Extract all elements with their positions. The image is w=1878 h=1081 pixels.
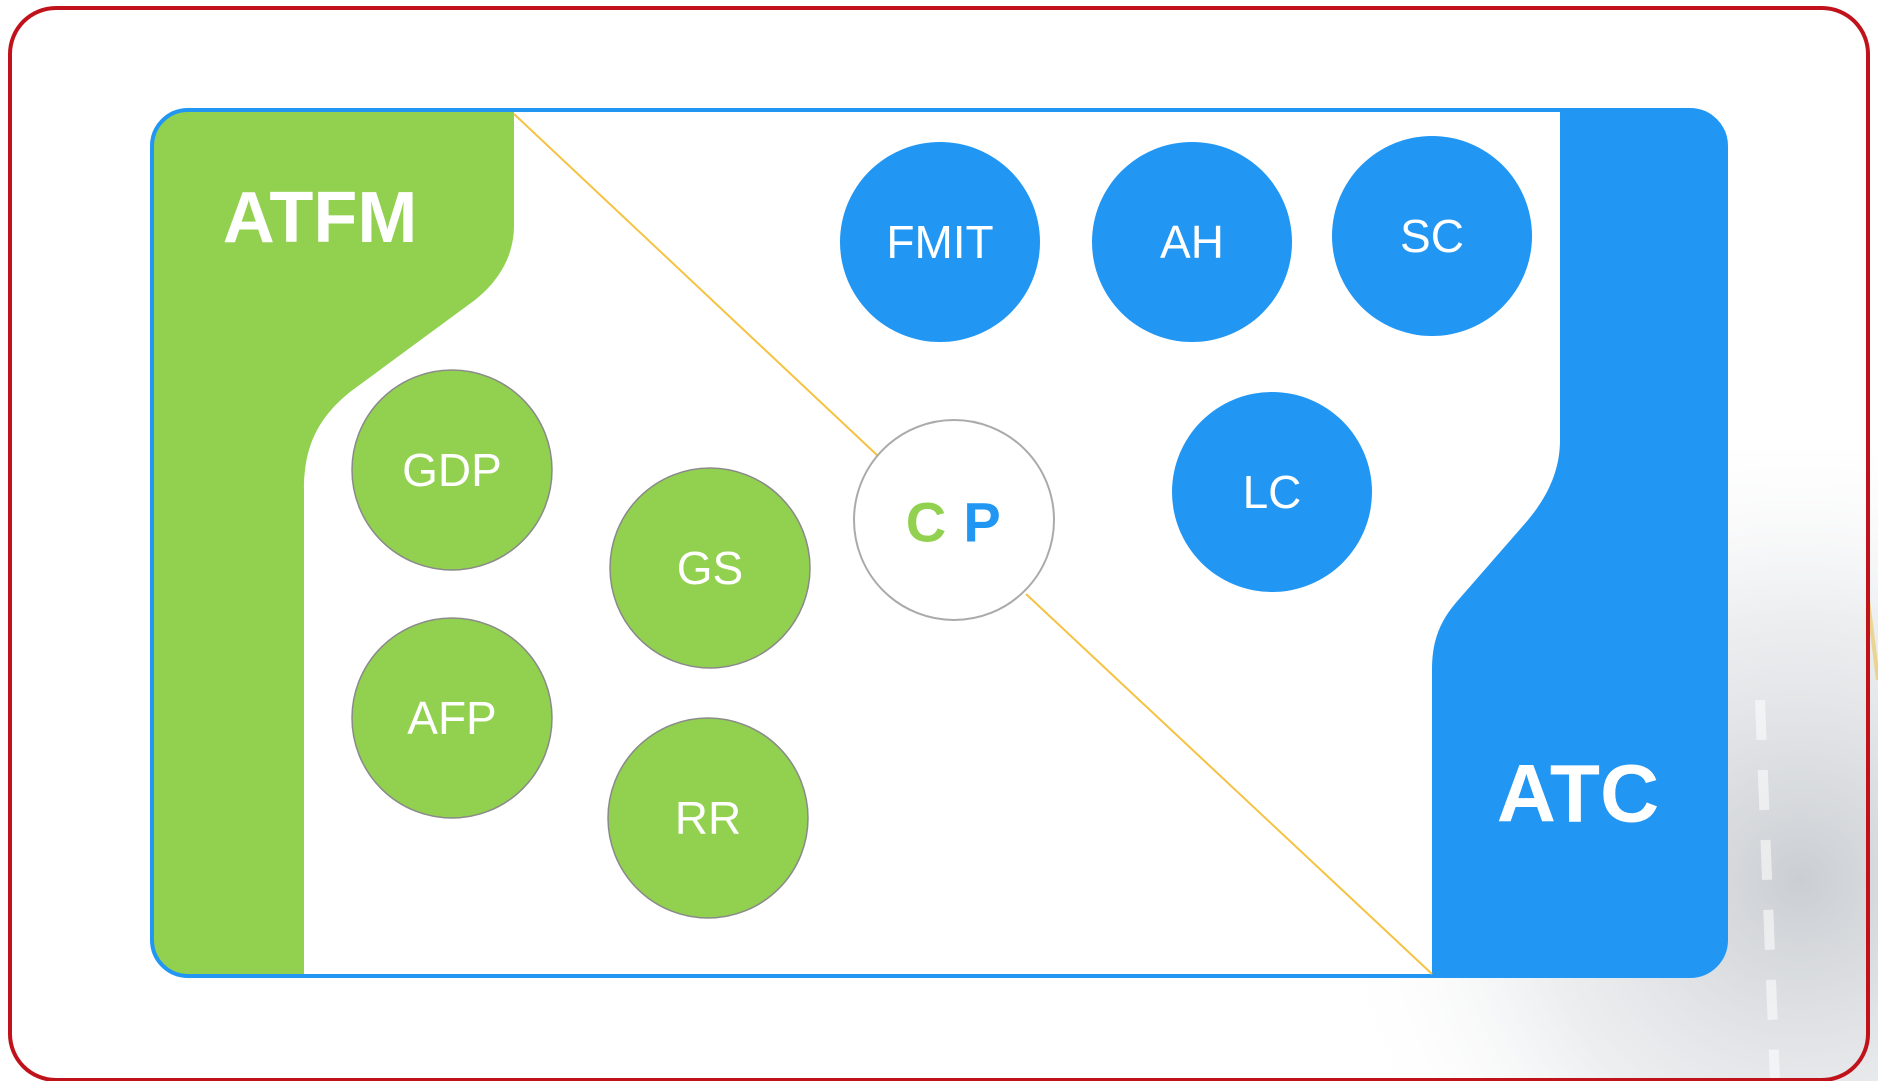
node-label: LC [1243,466,1302,518]
node-label: GS [677,542,743,594]
outer-frame [8,6,1870,1081]
blue-node-sc: SC [1332,136,1532,336]
panel-border [150,108,1728,978]
green-node-afp: AFP [351,617,553,819]
node-label: FMIT [886,216,993,268]
center-p-letter: P [963,491,1000,554]
atc-label: ATC [1497,749,1659,840]
atfm-region [152,110,514,976]
atfm-label: ATFM [223,178,418,258]
blue-node-lc: LC [1172,392,1372,592]
blue-node-fmit: FMIT [840,142,1040,342]
green-node-rr: RR [607,717,809,919]
center-c-letter: C [906,491,946,554]
green-node-gdp: GDP [351,369,553,571]
node-label: AH [1160,216,1224,268]
diagonal-line-upper [513,113,879,457]
atc-region [1432,110,1726,976]
diagonal-line-lower [1025,593,1433,975]
node-label: GDP [402,444,502,496]
center-cp-node: C P [853,419,1055,621]
green-node-gs: GS [609,467,811,669]
node-label: AFP [407,692,496,744]
node-label: RR [675,792,741,844]
blue-node-ah: AH [1092,142,1292,342]
node-label: SC [1400,210,1464,262]
